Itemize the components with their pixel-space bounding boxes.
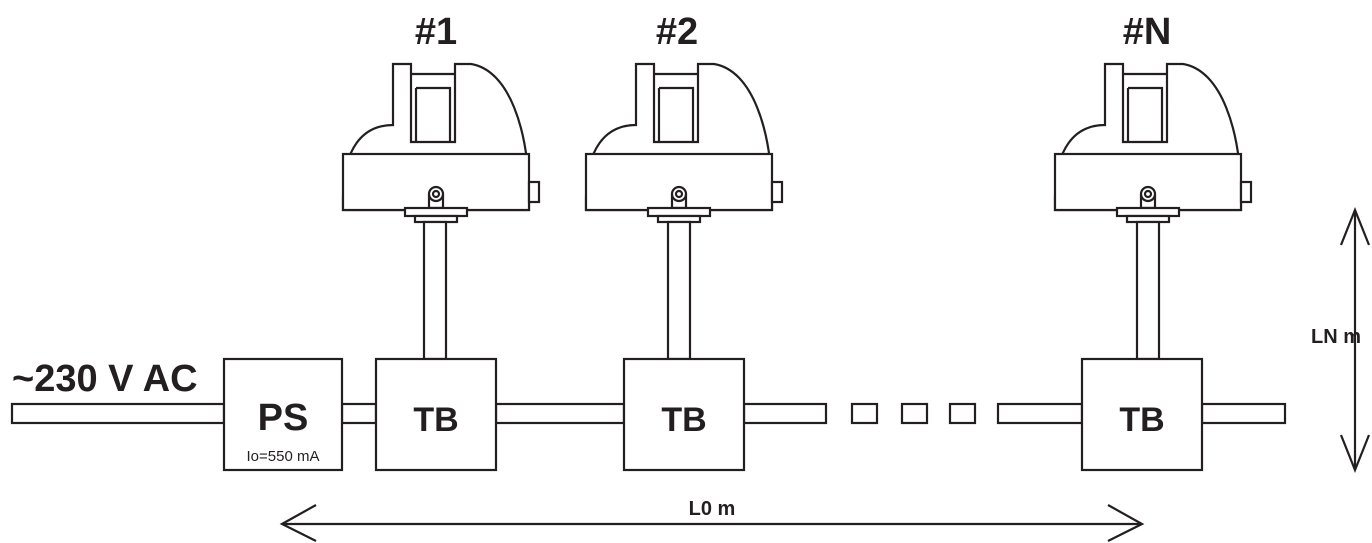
- bus-segment-tbn-out: [1200, 402, 1287, 425]
- camera-icon: [1053, 62, 1253, 224]
- terminal-box: [374, 357, 498, 472]
- mains-cable: [10, 402, 226, 425]
- branch-length-label: LN m: [1311, 326, 1361, 348]
- continuation-dot: [900, 402, 929, 425]
- camera-unit-1: #1 TB: [341, 11, 541, 472]
- camera-icon: [341, 62, 541, 224]
- bus-length-dimension: L0 m: [279, 498, 1145, 542]
- terminal-box: [1080, 357, 1204, 472]
- branch-length-dimension: LN m: [1311, 207, 1371, 473]
- terminal-box-label: TB: [661, 401, 706, 439]
- camera-icon: [584, 62, 784, 224]
- camera-label: #N: [1123, 11, 1172, 53]
- power-supply-label: PS: [258, 397, 309, 439]
- terminal-box-label: TB: [413, 401, 458, 439]
- branch-cable: [666, 220, 692, 361]
- continuation-dot: [948, 402, 977, 425]
- branch-cable: [422, 220, 448, 361]
- bus-length-label: L0 m: [689, 498, 736, 520]
- camera-unit-n: #N TB: [1053, 11, 1253, 472]
- bus-segment-ps-tb1: [340, 402, 378, 425]
- camera-label: #1: [415, 11, 457, 53]
- bus-segment-tb2-out: [742, 402, 828, 425]
- power-input-label: ~230 V AC: [12, 358, 198, 400]
- branch-cable: [1135, 220, 1161, 361]
- bus-segment-in-tbn: [996, 402, 1084, 425]
- terminal-box-label: TB: [1119, 401, 1164, 439]
- power-supply-current: Io=550 mA: [247, 448, 320, 465]
- power-supply-box: PS Io=550 mA: [222, 357, 344, 472]
- camera-unit-2: #2 TB: [584, 11, 784, 472]
- bus-segment-tb1-tb2: [494, 402, 626, 425]
- continuation-dot: [850, 402, 879, 425]
- camera-label: #2: [656, 11, 698, 53]
- terminal-box: [622, 357, 746, 472]
